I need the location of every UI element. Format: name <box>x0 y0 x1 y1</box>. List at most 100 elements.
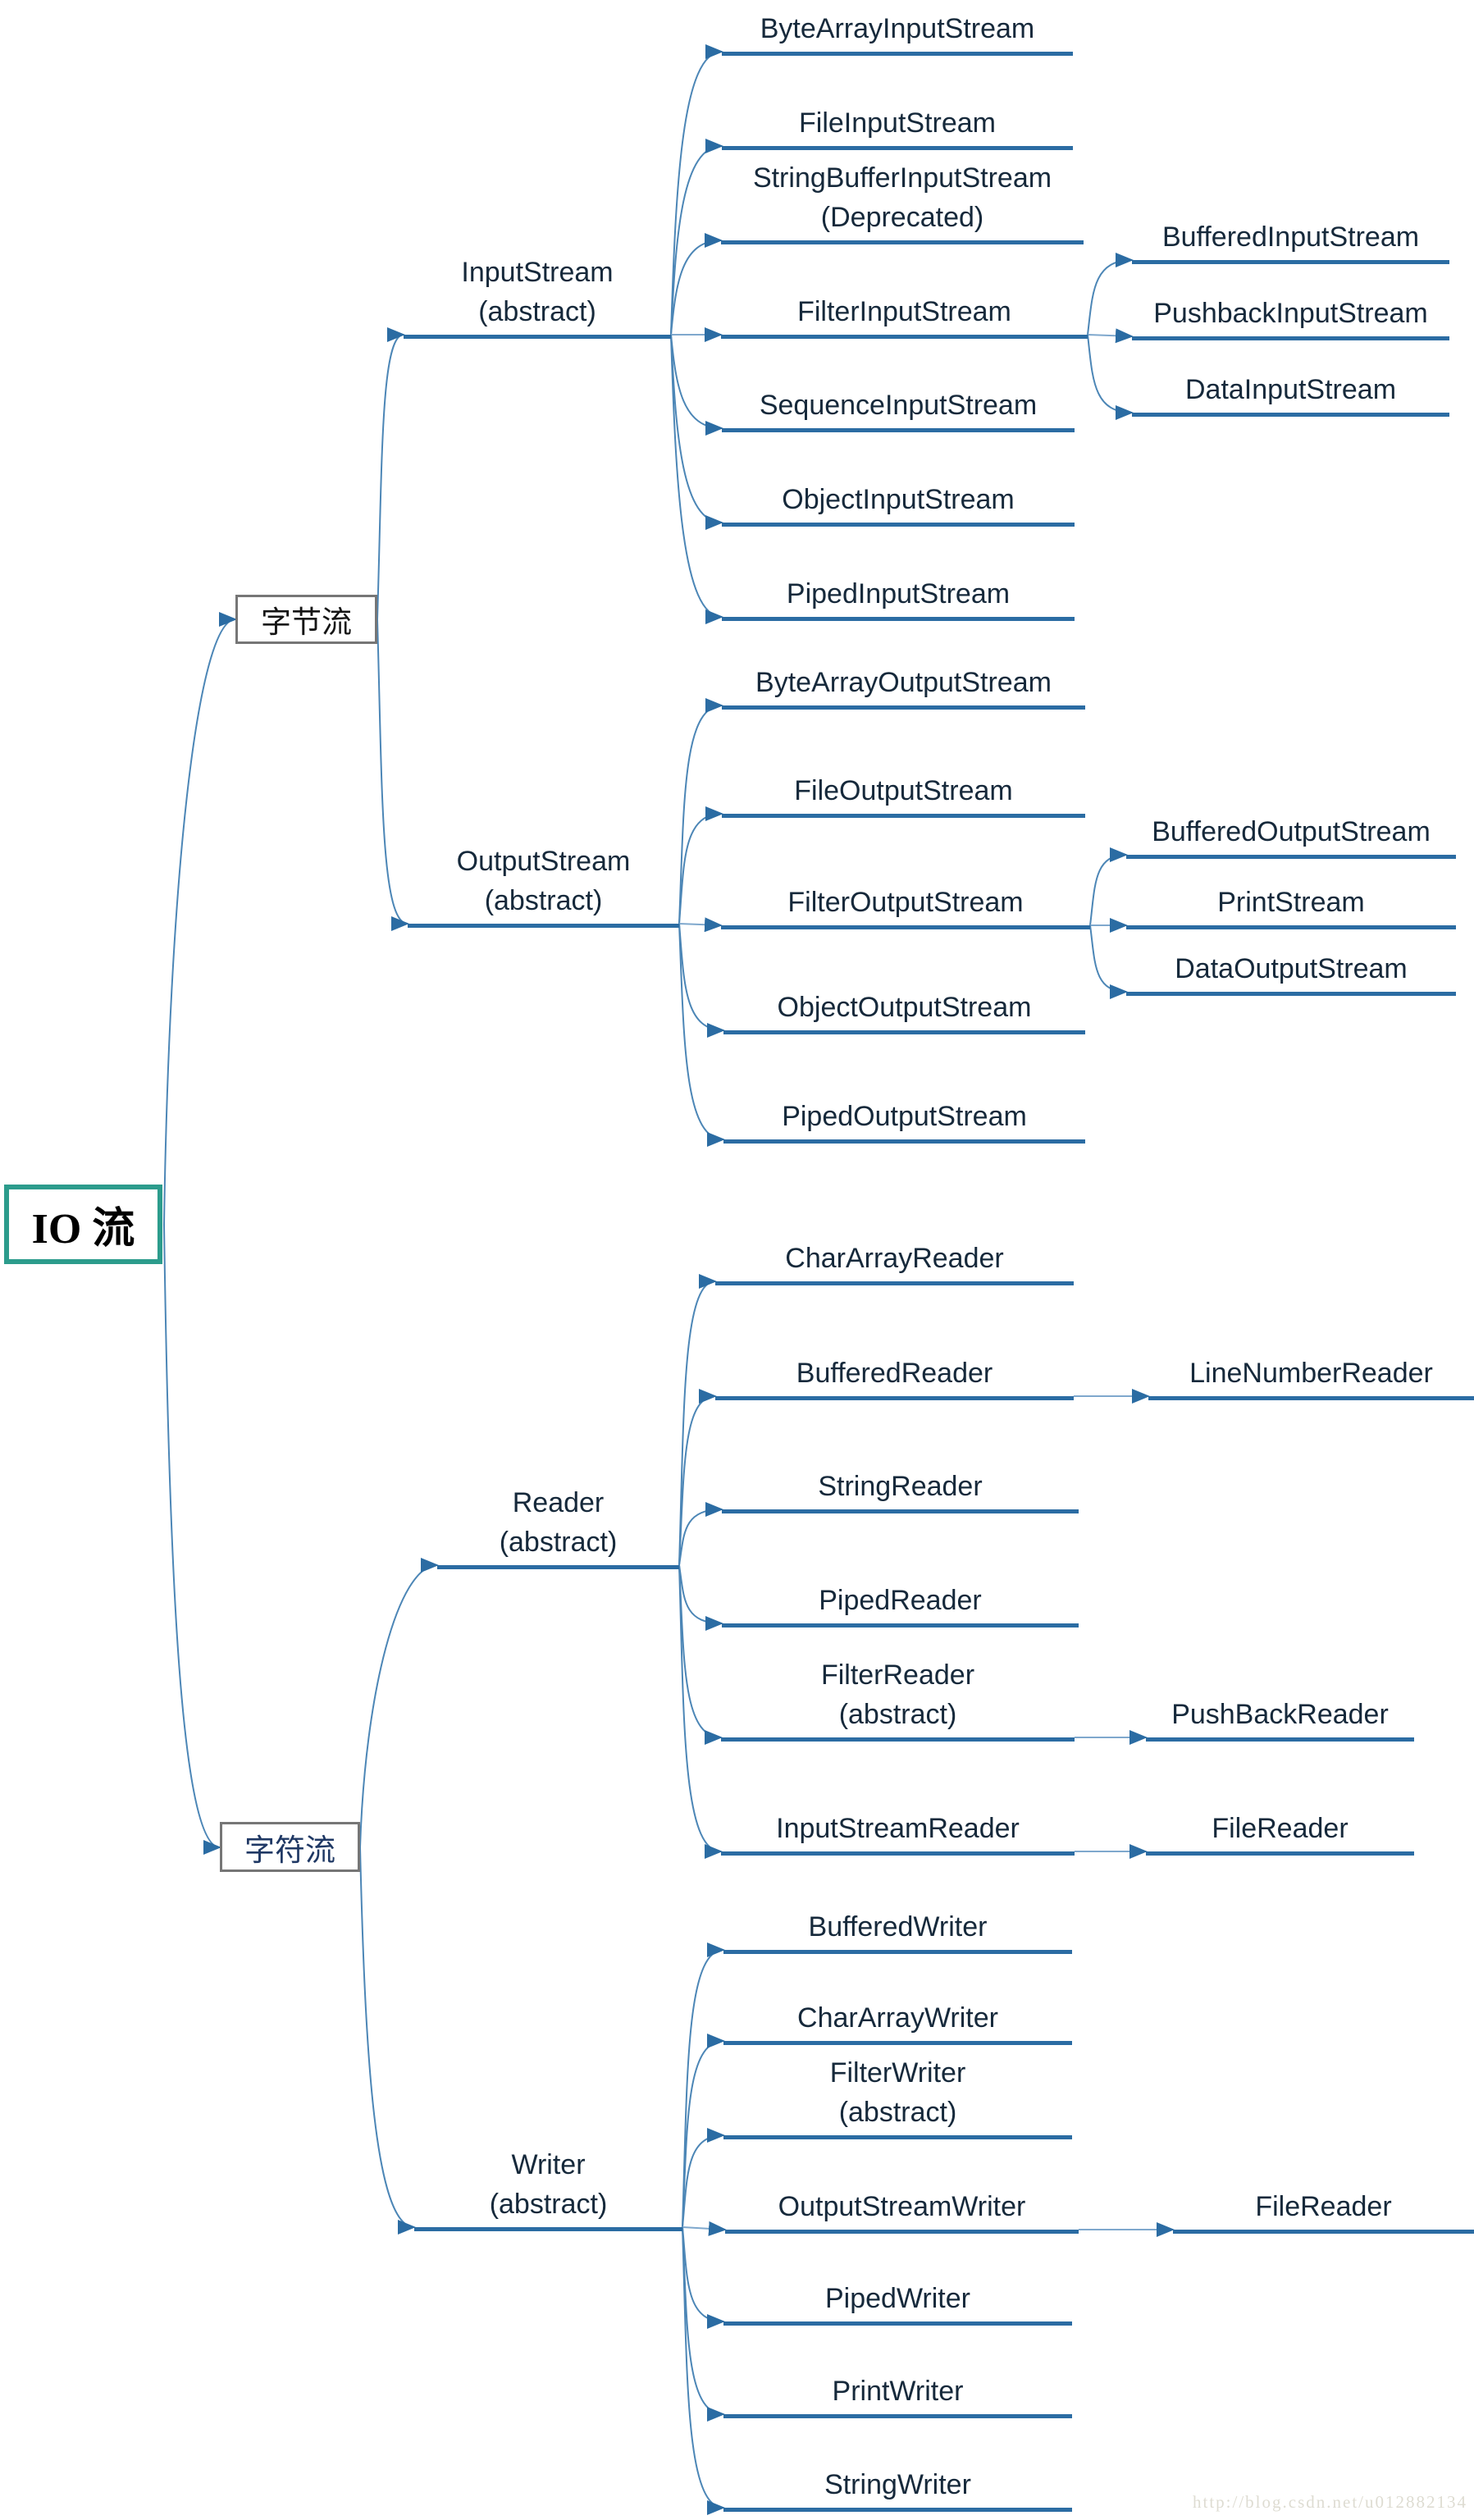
edge-filos-dos <box>1089 924 1128 999</box>
node-sublabel: (abstract) <box>838 1699 957 1730</box>
node-label: PushbackInputStream <box>1153 298 1428 329</box>
edge-char-writer <box>359 1847 416 2235</box>
node-label: FilterReader <box>820 1659 975 1691</box>
node-label: PrintStream <box>1217 887 1365 918</box>
node-caw: CharArrayWriter <box>723 1998 1072 2045</box>
edge-reader-filr <box>678 1564 723 1745</box>
node-filw: FilterWriter(abstract) <box>723 2053 1072 2139</box>
edge-writer-strw <box>682 2226 725 2515</box>
category-node-char-stream: 字符流 <box>220 1822 360 1872</box>
node-isr: InputStreamReader <box>721 1809 1075 1856</box>
watermark-url: http://blog.csdn.net/u012882134 <box>1193 2492 1467 2512</box>
node-seqis: SequenceInputStream <box>722 386 1075 432</box>
root-node-io-stream: IO 流 <box>4 1185 162 1264</box>
edge-writer-caw <box>682 2034 725 2228</box>
node-label: PipedReader <box>819 1585 982 1616</box>
node-sublabel: (abstract) <box>499 1527 618 1558</box>
char-stream-label: 字符流 <box>244 1833 335 1868</box>
node-sublabel: (abstract) <box>838 2097 957 2128</box>
node-bufw: BufferedWriter <box>723 1907 1072 1954</box>
edge-byte-outputstream <box>376 619 409 931</box>
node-label: PipedOutputStream <box>782 1101 1027 1132</box>
node-fos: FileOutputStream <box>722 771 1085 818</box>
node-label: DataOutputStream <box>1175 953 1408 984</box>
node-filis: FilterInputStream <box>721 292 1088 339</box>
node-label: CharArrayWriter <box>797 2002 998 2034</box>
edge-inputstream-seqis <box>670 334 723 436</box>
node-filr: FilterReader (abstract) <box>721 1655 1075 1742</box>
category-node-byte-stream: 字节流 <box>235 595 377 644</box>
node-writer: Writer(abstract) <box>414 2145 682 2231</box>
node-label: PrintWriter <box>832 2376 964 2407</box>
node-label: Reader <box>512 1487 605 1518</box>
edge-outputstream-fos <box>678 806 723 924</box>
node-label: FileReader <box>1212 1813 1349 1844</box>
node-dos: DataOutputStream <box>1126 949 1456 996</box>
node-dis: DataInputStream <box>1132 370 1449 417</box>
edge-root-byte <box>163 612 237 1226</box>
edge-outputstream-oos <box>678 923 725 1038</box>
node-label: StringBufferInputStream <box>752 162 1052 194</box>
edge-inputstream-bais <box>670 44 723 336</box>
node-label: ByteArrayInputStream <box>760 13 1035 44</box>
node-label: BufferedInputStream <box>1161 221 1420 253</box>
edge-writer-bufw <box>682 1942 725 2228</box>
node-label: InputStream <box>461 257 614 288</box>
node-label: BufferedReader <box>796 1358 993 1389</box>
node-strr: StringReader <box>722 1467 1079 1513</box>
node-label: InputStreamReader <box>776 1813 1020 1844</box>
edge-filis-bufis <box>1087 253 1134 336</box>
node-reader: Reader (abstract) <box>437 1483 679 1569</box>
byte-stream-label: 字节流 <box>261 606 352 640</box>
edge-writer-pipw <box>682 2226 725 2329</box>
node-label: StringWriter <box>824 2469 971 2500</box>
node-label: BufferedOutputStream <box>1152 816 1431 847</box>
node-osw: OutputStreamWriter <box>725 2187 1079 2234</box>
node-strw: StringWriter <box>723 2465 1072 2512</box>
edge-filis-pbis <box>1087 328 1134 344</box>
node-label: ByteArrayOutputStream <box>755 667 1052 698</box>
node-label: FileReader <box>1255 2191 1392 2222</box>
node-prw: PrintWriter <box>723 2372 1072 2418</box>
edge-reader-strr <box>678 1502 723 1566</box>
node-pis: PipedInputStream <box>722 574 1075 621</box>
root-label: IO 流 <box>31 1206 135 1253</box>
edge-writer-osw <box>682 2221 727 2236</box>
node-label: PipedWriter <box>825 2283 970 2314</box>
node-label: BufferedWriter <box>808 1911 988 1942</box>
node-fis: FileInputStream <box>722 103 1073 150</box>
node-pipr: PipedReader <box>722 1581 1079 1628</box>
edge-filos-bufos <box>1089 847 1128 926</box>
node-label: OutputStreamWriter <box>778 2191 1026 2222</box>
edge-outputstream-baos <box>678 698 723 924</box>
node-fr2: FileReader <box>1173 2187 1474 2234</box>
edge-char-reader <box>359 1558 439 1848</box>
node-bufr: BufferedReader <box>715 1354 1074 1400</box>
node-fr: FileReader <box>1146 1809 1414 1856</box>
edge-inputstream-fis <box>670 139 723 336</box>
node-baos: ByteArrayOutputStream <box>722 663 1085 710</box>
node-sublabel: (Deprecated) <box>820 202 984 233</box>
edge-filis-dis <box>1087 334 1134 420</box>
node-pbr: PushBackReader <box>1146 1695 1414 1742</box>
node-bufis: BufferedInputStream <box>1132 217 1449 264</box>
node-sublabel: (abstract) <box>489 2189 608 2220</box>
node-pbis: PushbackInputStream <box>1132 294 1449 340</box>
node-bufos: BufferedOutputStream <box>1126 812 1456 859</box>
node-label: DataInputStream <box>1184 374 1397 405</box>
edge-reader-isr <box>678 1564 723 1859</box>
node-outputstream: OutputStream(abstract) <box>408 842 679 928</box>
edge-reader-pipr <box>678 1564 723 1631</box>
node-label: StringReader <box>818 1471 983 1502</box>
node-pipw: PipedWriter <box>723 2279 1072 2326</box>
edge-inputstream-pis <box>670 334 723 624</box>
node-label: FileInputStream <box>799 107 996 139</box>
node-sublabel: (abstract) <box>478 296 596 327</box>
node-label: FilterOutputStream <box>787 887 1024 918</box>
node-label: ObjectOutputStream <box>777 992 1032 1023</box>
node-label: PushBackReader <box>1171 1699 1389 1730</box>
node-ois: ObjectInputStream <box>722 480 1075 527</box>
edge-root-char <box>163 1224 221 1855</box>
